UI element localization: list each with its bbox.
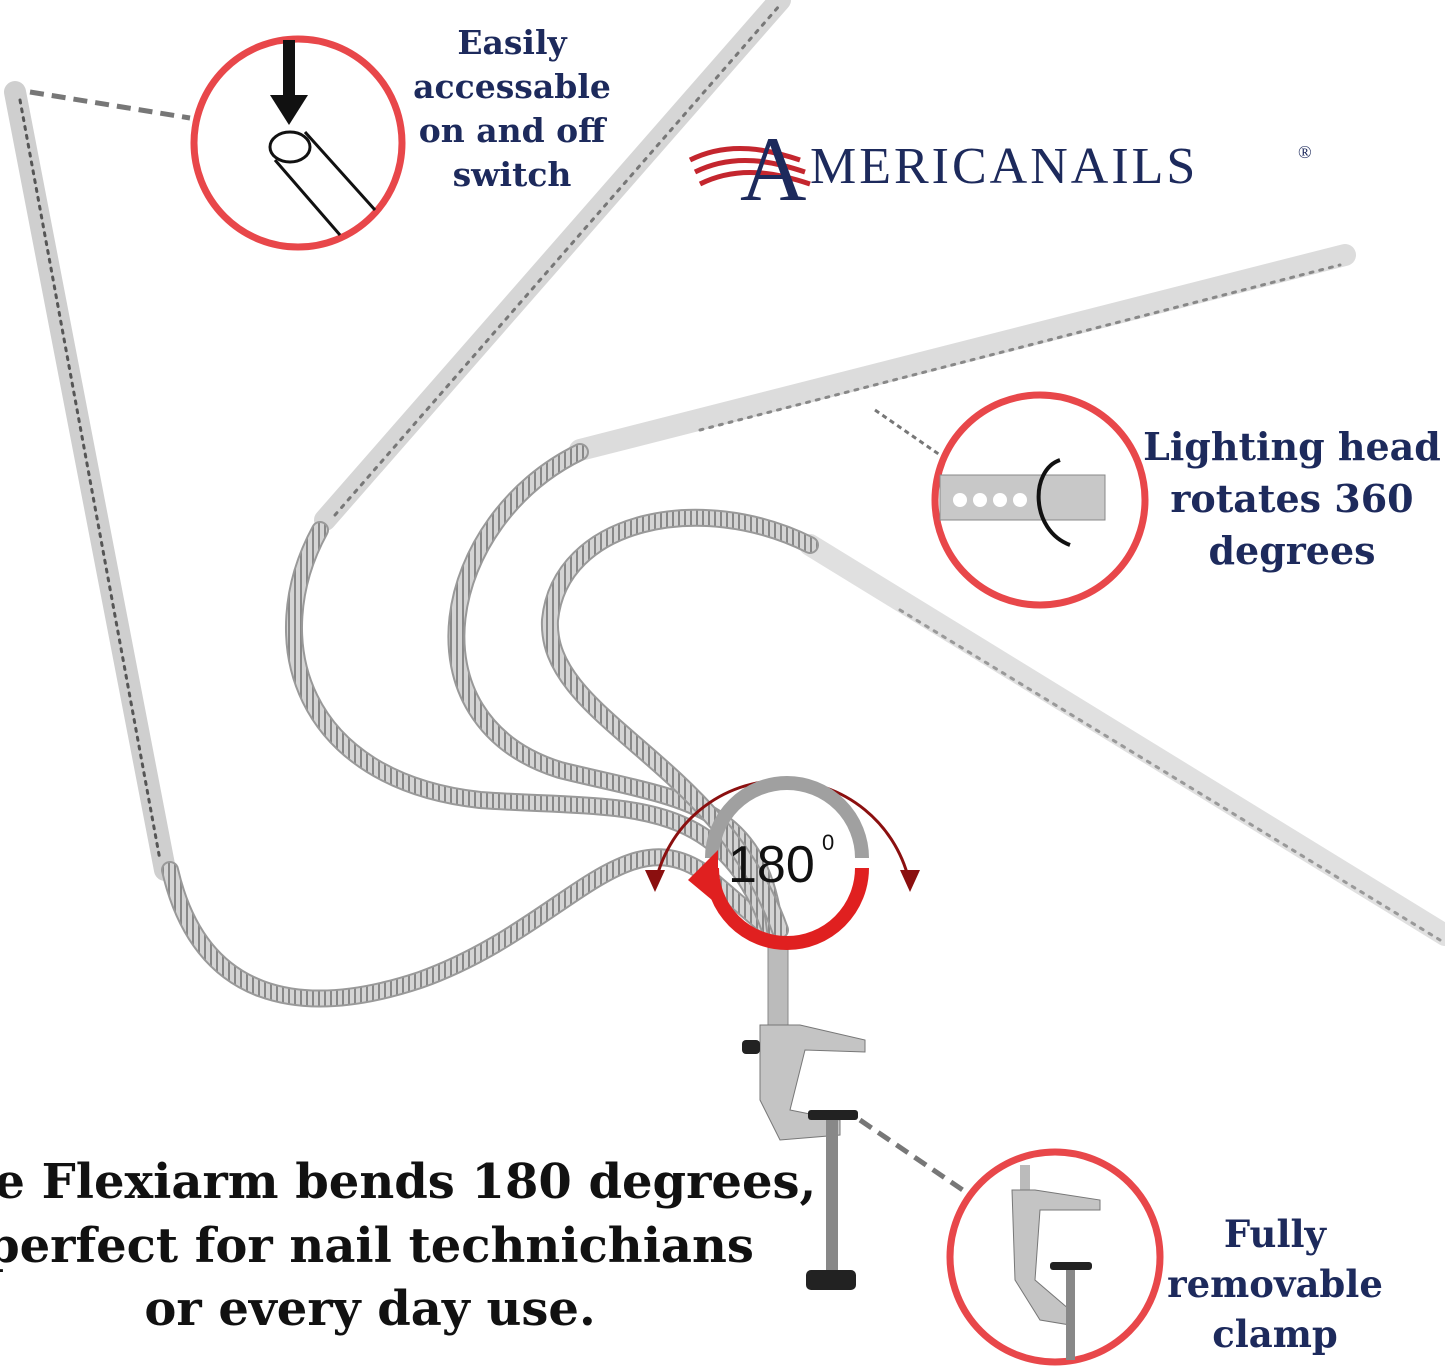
logo-name: MERICANAILS <box>810 138 1198 195</box>
caption-line: clamp <box>1212 1312 1338 1356</box>
bend-degrees-unit: 0 <box>822 830 834 855</box>
lamp-arm-4 <box>540 508 1445 946</box>
americanails-logo: A MERICANAILS ® <box>688 118 1312 220</box>
clamp <box>742 939 866 1290</box>
logo-initial: A <box>740 118 806 220</box>
headline-line: The Flexiarm bends 180 degrees, <box>0 1154 816 1210</box>
headline: The Flexiarm bends 180 degrees, perfect … <box>0 1154 816 1337</box>
headline-line: perfect for nail technichians <box>0 1218 754 1274</box>
caption-line: accessable <box>413 67 611 106</box>
logo-registered: ® <box>1298 142 1312 162</box>
switch-caption: Easily accessable on and off switch <box>413 23 611 194</box>
head-caption: Lighting head rotates 360 degrees <box>1143 424 1441 573</box>
caption-line: degrees <box>1208 528 1375 573</box>
caption-line: removable <box>1167 1262 1383 1306</box>
lamp-arm-2 <box>285 0 791 939</box>
clamp-detail-circle <box>946 1148 1164 1366</box>
caption-line: Easily <box>457 23 567 62</box>
caption-line: on and off <box>419 111 607 150</box>
caption-line: rotates 360 <box>1170 476 1413 521</box>
switch-detail-circle <box>190 35 406 251</box>
caption-line: Lighting head <box>1143 424 1441 469</box>
caption-line: Fully <box>1224 1212 1328 1256</box>
lamp-arm-1 <box>4 81 779 1008</box>
bend-degrees-value: 180 <box>728 836 815 894</box>
clamp-caption: Fully removable clamp <box>1167 1212 1383 1356</box>
headline-line: or every day use. <box>144 1281 595 1337</box>
head-rotation-detail-circle <box>931 391 1149 609</box>
caption-line: switch <box>453 155 572 194</box>
bend-indicator <box>645 776 920 950</box>
leader-lines <box>29 89 972 1198</box>
